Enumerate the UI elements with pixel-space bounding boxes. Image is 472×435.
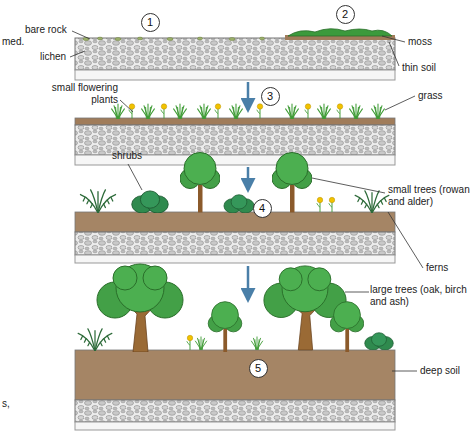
callout-circle: 1: [141, 13, 160, 32]
callout-number: 1: [147, 17, 153, 28]
part-label: shrubs: [112, 150, 142, 162]
part-label: s,: [2, 398, 10, 410]
part-label: ferns: [426, 262, 448, 274]
part-label: bare rock: [25, 24, 67, 36]
part-label: med.: [2, 36, 24, 48]
part-label: small flowering plants: [45, 82, 118, 106]
callout-number: 5: [255, 363, 261, 374]
callout-circle: 2: [336, 5, 355, 24]
callout-circle: 3: [261, 87, 280, 106]
callout-number: 2: [342, 9, 348, 20]
callout-number: 4: [259, 203, 265, 214]
part-label: grass: [418, 90, 442, 102]
part-label: lichen: [40, 51, 66, 63]
part-label: thin soil: [402, 62, 436, 74]
callout-circle: 4: [253, 199, 272, 218]
part-label: large trees (oak, birch and ash): [370, 284, 469, 308]
part-label: deep soil: [420, 365, 460, 377]
callout-number: 3: [267, 91, 273, 102]
callout-circle: 5: [249, 359, 268, 378]
part-label: small trees (rowan and alder): [388, 184, 470, 208]
part-label: moss: [408, 36, 432, 48]
